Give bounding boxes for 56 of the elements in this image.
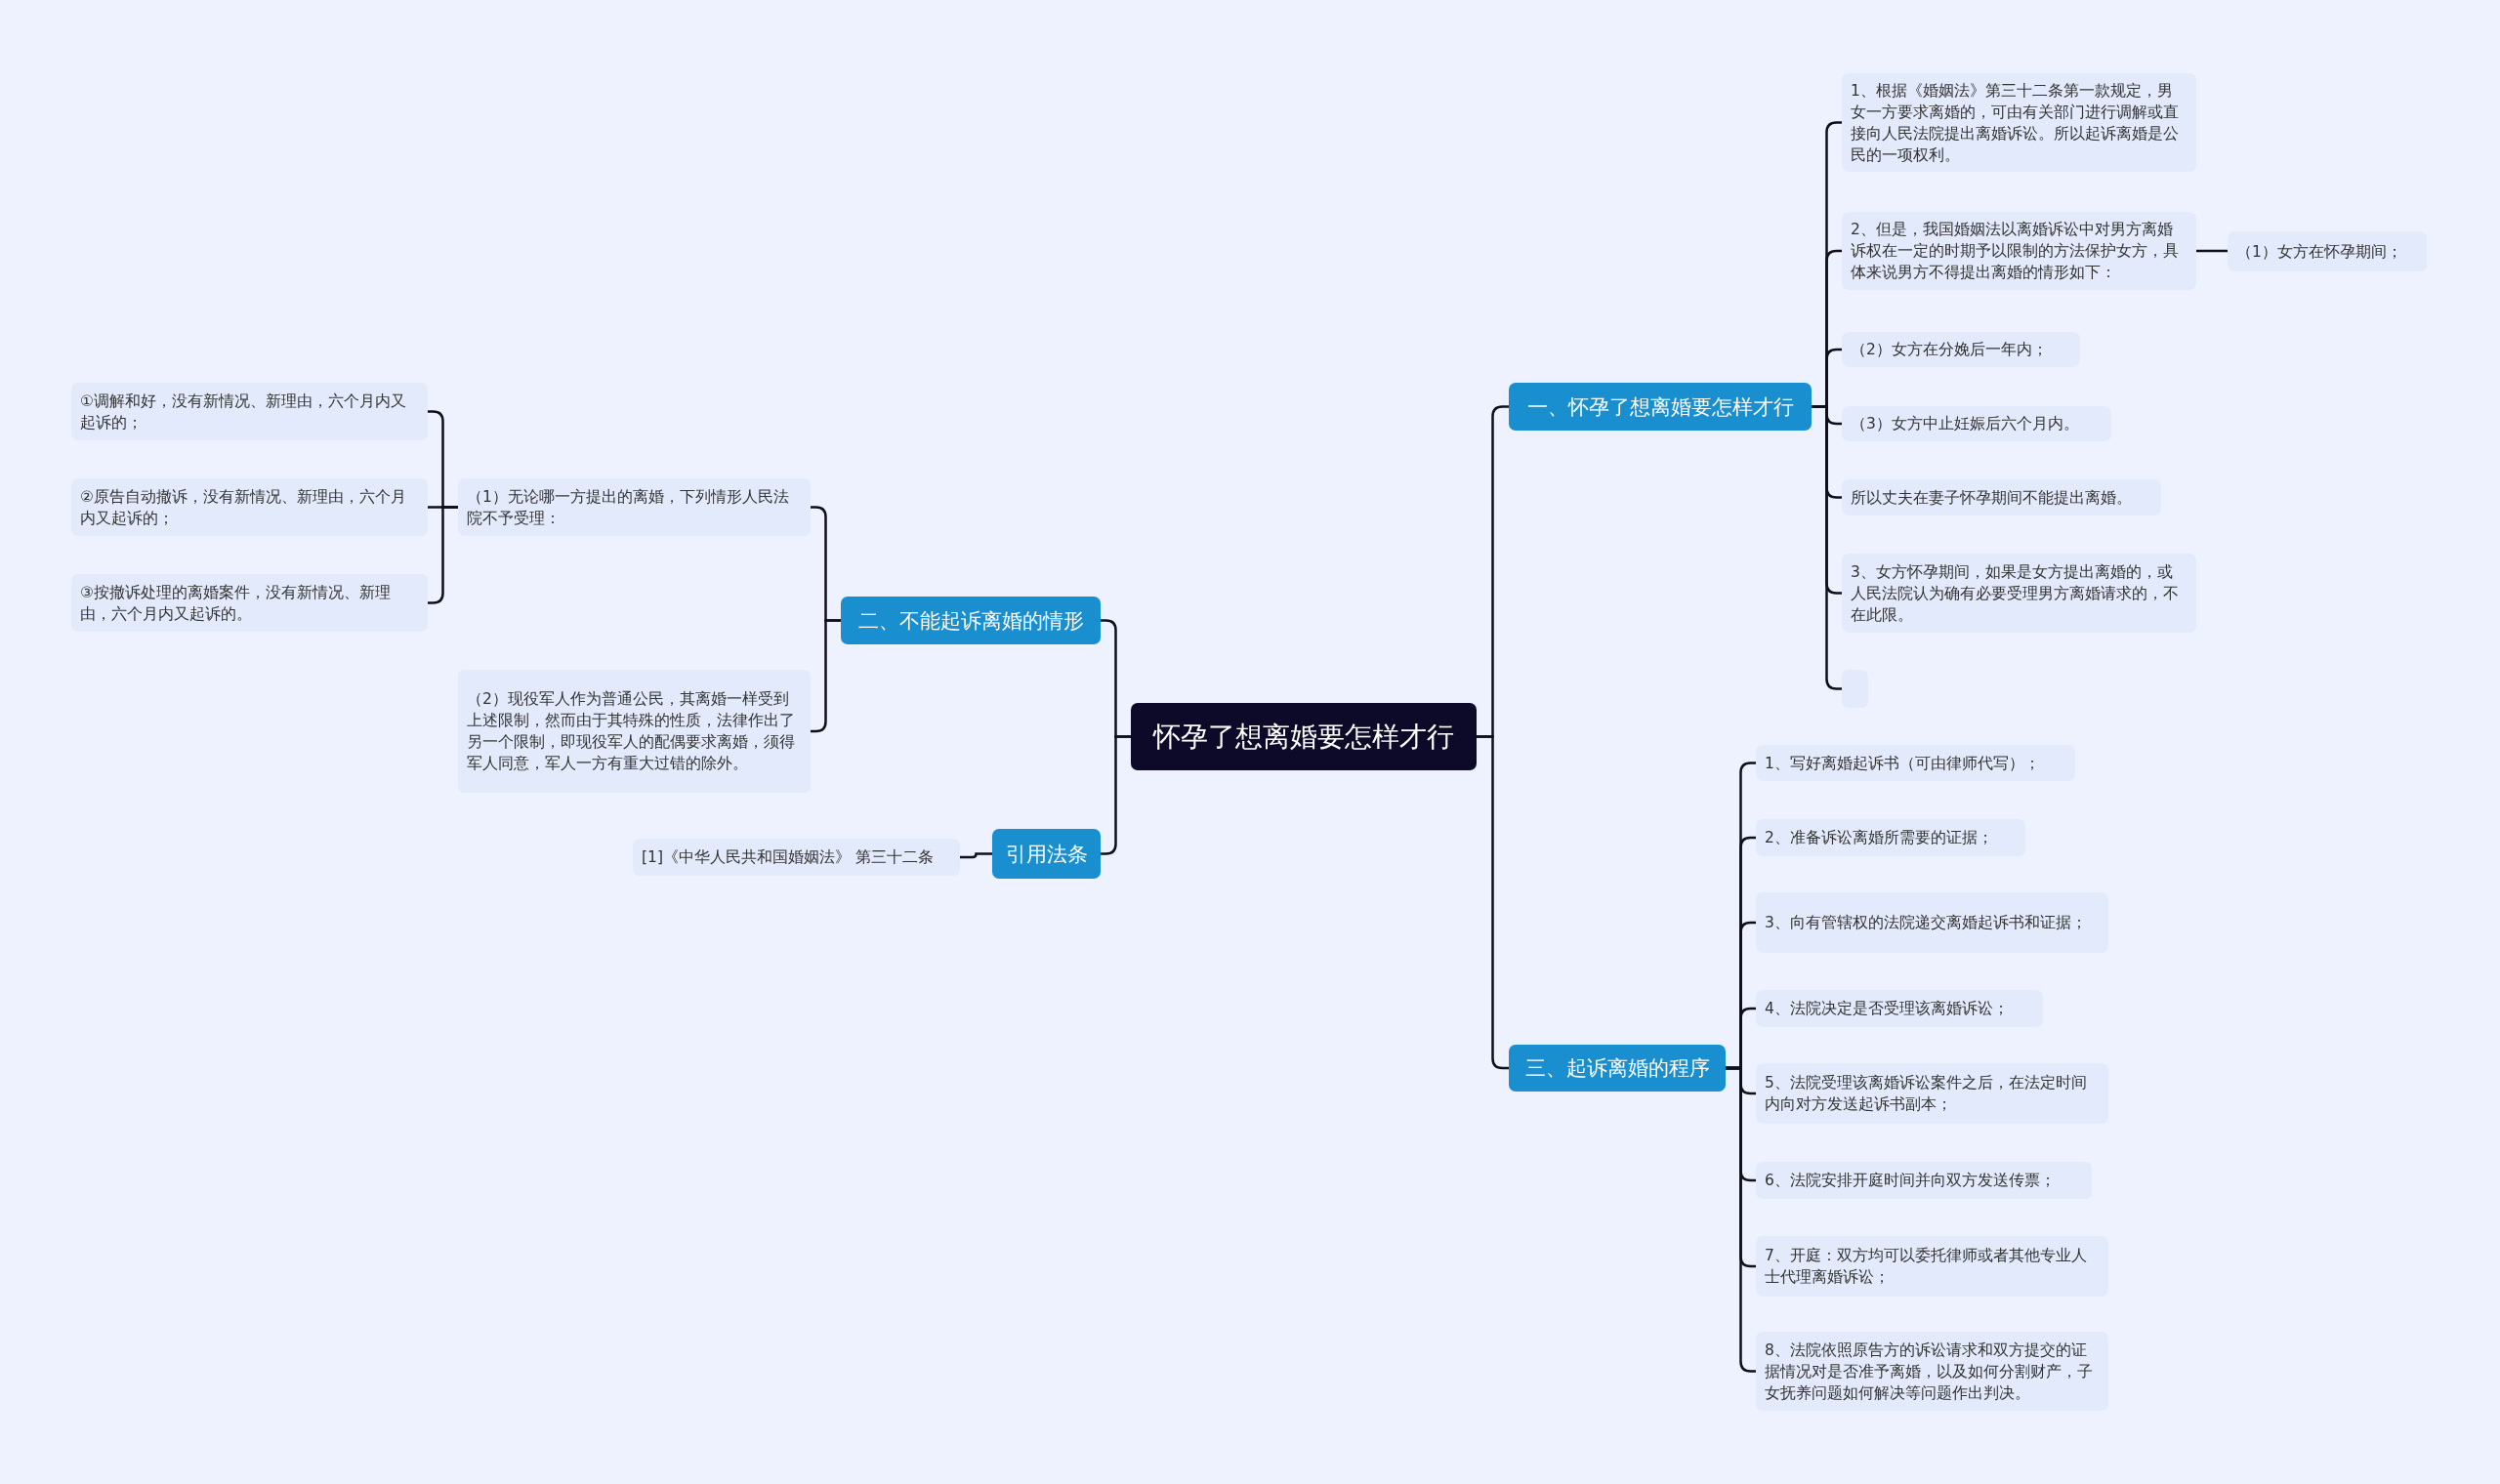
subtopic-text: ③按撤诉处理的离婚案件，没有新情况、新理由，六个月内又起诉的。 bbox=[80, 582, 392, 625]
subtopic-text: 4、法院决定是否受理该离婚诉讼； bbox=[1765, 999, 2009, 1019]
subtopic-box bbox=[1756, 1236, 2108, 1297]
subtopic-box bbox=[2228, 231, 2427, 271]
empty-box bbox=[1842, 670, 1868, 708]
subtopic-box bbox=[1756, 1063, 2108, 1124]
subtopic-box bbox=[1842, 332, 2080, 367]
subtopic-text: 1、写好离婚起诉书（可由律师代写）； bbox=[1765, 753, 2040, 774]
connector-line bbox=[960, 852, 992, 859]
subtopic-box bbox=[71, 383, 428, 440]
subtopic-box bbox=[71, 574, 428, 632]
subtopic-box bbox=[1756, 892, 2108, 953]
topic-text: 引用法条 bbox=[1005, 841, 1088, 868]
subtopic-text: 2、准备诉讼离婚所需要的证据； bbox=[1765, 828, 1993, 848]
central-topic-box bbox=[1131, 703, 1477, 770]
subtopic-text: ②原告自动撤诉，没有新情况、新理由，六个月内又起诉的； bbox=[80, 486, 407, 529]
subtopic-text: （2）现役军人作为普通公民，其离婚一样受到上述限制，然而由于其特殊的性质，法律作出了另一个限制，即现役军人的配偶要求离婚，须得军人同意，军人一方有重大过错的除外。 bbox=[467, 689, 796, 774]
subtopic-box bbox=[458, 478, 811, 536]
subtopic-box bbox=[1756, 819, 2025, 856]
topic-text: 二、不能起诉离婚的情形 bbox=[857, 607, 1084, 635]
subtopic-box bbox=[71, 478, 428, 536]
subtopic-text: 6、法院安排开庭时间并向双方发送传票； bbox=[1765, 1171, 2056, 1191]
topic-text: 三、起诉离婚的程序 bbox=[1524, 1055, 1710, 1082]
topic-box bbox=[992, 829, 1101, 879]
subtopic-box bbox=[1756, 1332, 2108, 1411]
subtopic-text: 所以丈夫在妻子怀孕期间不能提出离婚。 bbox=[1851, 487, 2132, 509]
subtopic-text: （2）女方在分娩后一年内； bbox=[1851, 340, 2048, 360]
subtopic-text: （1）无论哪一方提出的离婚，下列情形人民法院不予受理： bbox=[467, 486, 790, 529]
subtopic-text: 5、法院受理该离婚诉讼案件之后，在法定时间内向对方发送起诉书副本； bbox=[1765, 1073, 2088, 1115]
topic-box bbox=[1509, 1045, 1726, 1092]
subtopic-text: 1、根据《婚姻法》第三十二条第一款规定，男女一方要求离婚的，可由有关部门进行调解或直接向人民法院提出离婚诉讼。所以起诉离婚是公民的一项权利。 bbox=[1851, 80, 2180, 166]
connector-line bbox=[2196, 249, 2228, 253]
subtopic-text: 3、女方怀孕期间，如果是女方提出离婚的，或人民法院认为确有必要受理男方离婚请求的，不在此限。 bbox=[1851, 561, 2180, 626]
central-topic-text: 怀孕了想离婚要怎样才行 bbox=[1153, 719, 1454, 755]
subtopic-box bbox=[1756, 1162, 2092, 1199]
subtopic-text: 8、法院依照原告方的诉讼请求和双方提交的证据情况对是否准予离婚，以及如何分割财产，子女抚养问题如何解决等问题作出判决。 bbox=[1765, 1340, 2094, 1404]
subtopic-text: 3、向有管辖权的法院递交离婚起诉书和证据； bbox=[1765, 913, 2087, 933]
subtopic-text: 7、开庭：双方均可以委托律师或者其他专业人士代理离婚诉讼； bbox=[1765, 1246, 2088, 1288]
subtopic-box bbox=[458, 670, 811, 793]
topic-box bbox=[1509, 383, 1812, 431]
topic-text: 一、怀孕了想离婚要怎样才行 bbox=[1526, 393, 1794, 421]
subtopic-text: （1）女方在怀孕期间； bbox=[2236, 241, 2402, 263]
subtopic-text: [1]《中华人民共和国婚姻法》 第三十二条 bbox=[642, 847, 934, 868]
topic-box bbox=[841, 597, 1101, 644]
connector-line bbox=[1477, 735, 1509, 1070]
subtopic-box bbox=[1842, 212, 2196, 290]
subtopic-text: （3）女方中止妊娠后六个月内。 bbox=[1851, 414, 2079, 434]
subtopic-box bbox=[1756, 745, 2075, 781]
subtopic-box bbox=[1842, 479, 2161, 515]
subtopic-box bbox=[1756, 990, 2043, 1027]
subtopic-text: 2、但是，我国婚姻法以离婚诉讼中对男方离婚诉权在一定的时期予以限制的方法保护女方，具体来说男方不得提出离婚的情形如下： bbox=[1851, 220, 2180, 283]
subtopic-box bbox=[1842, 73, 2196, 172]
subtopic-text: ①调解和好，没有新情况、新理由，六个月内又起诉的； bbox=[80, 391, 407, 433]
subtopic-box bbox=[1842, 554, 2196, 633]
subtopic-box bbox=[1842, 406, 2111, 441]
subtopic-box bbox=[633, 839, 960, 876]
